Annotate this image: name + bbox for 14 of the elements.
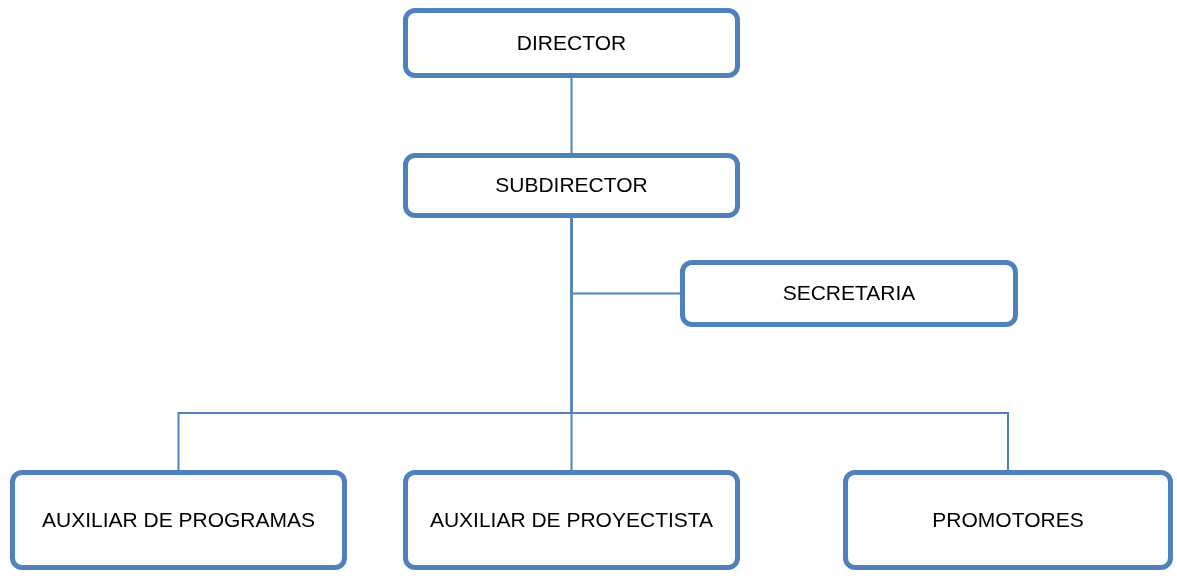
org-box	[403, 470, 740, 570]
box-label: AUXILIAR DE PROYECTISTA	[428, 506, 715, 533]
org-box	[843, 470, 1173, 570]
org-box	[680, 260, 1018, 327]
box-label: SECRETARIA	[781, 280, 917, 307]
box-label: DIRECTOR	[515, 29, 628, 56]
org-box	[403, 153, 740, 218]
box-label: PROMOTORES	[931, 506, 1085, 533]
org-box	[403, 8, 740, 78]
org-box	[10, 470, 347, 570]
connector-line	[570, 217, 1009, 471]
box-label: SUBDIRECTOR	[494, 172, 649, 199]
connector-line	[570, 77, 573, 154]
box-label: AUXILIAR DE PROGRAMAS	[40, 506, 317, 533]
